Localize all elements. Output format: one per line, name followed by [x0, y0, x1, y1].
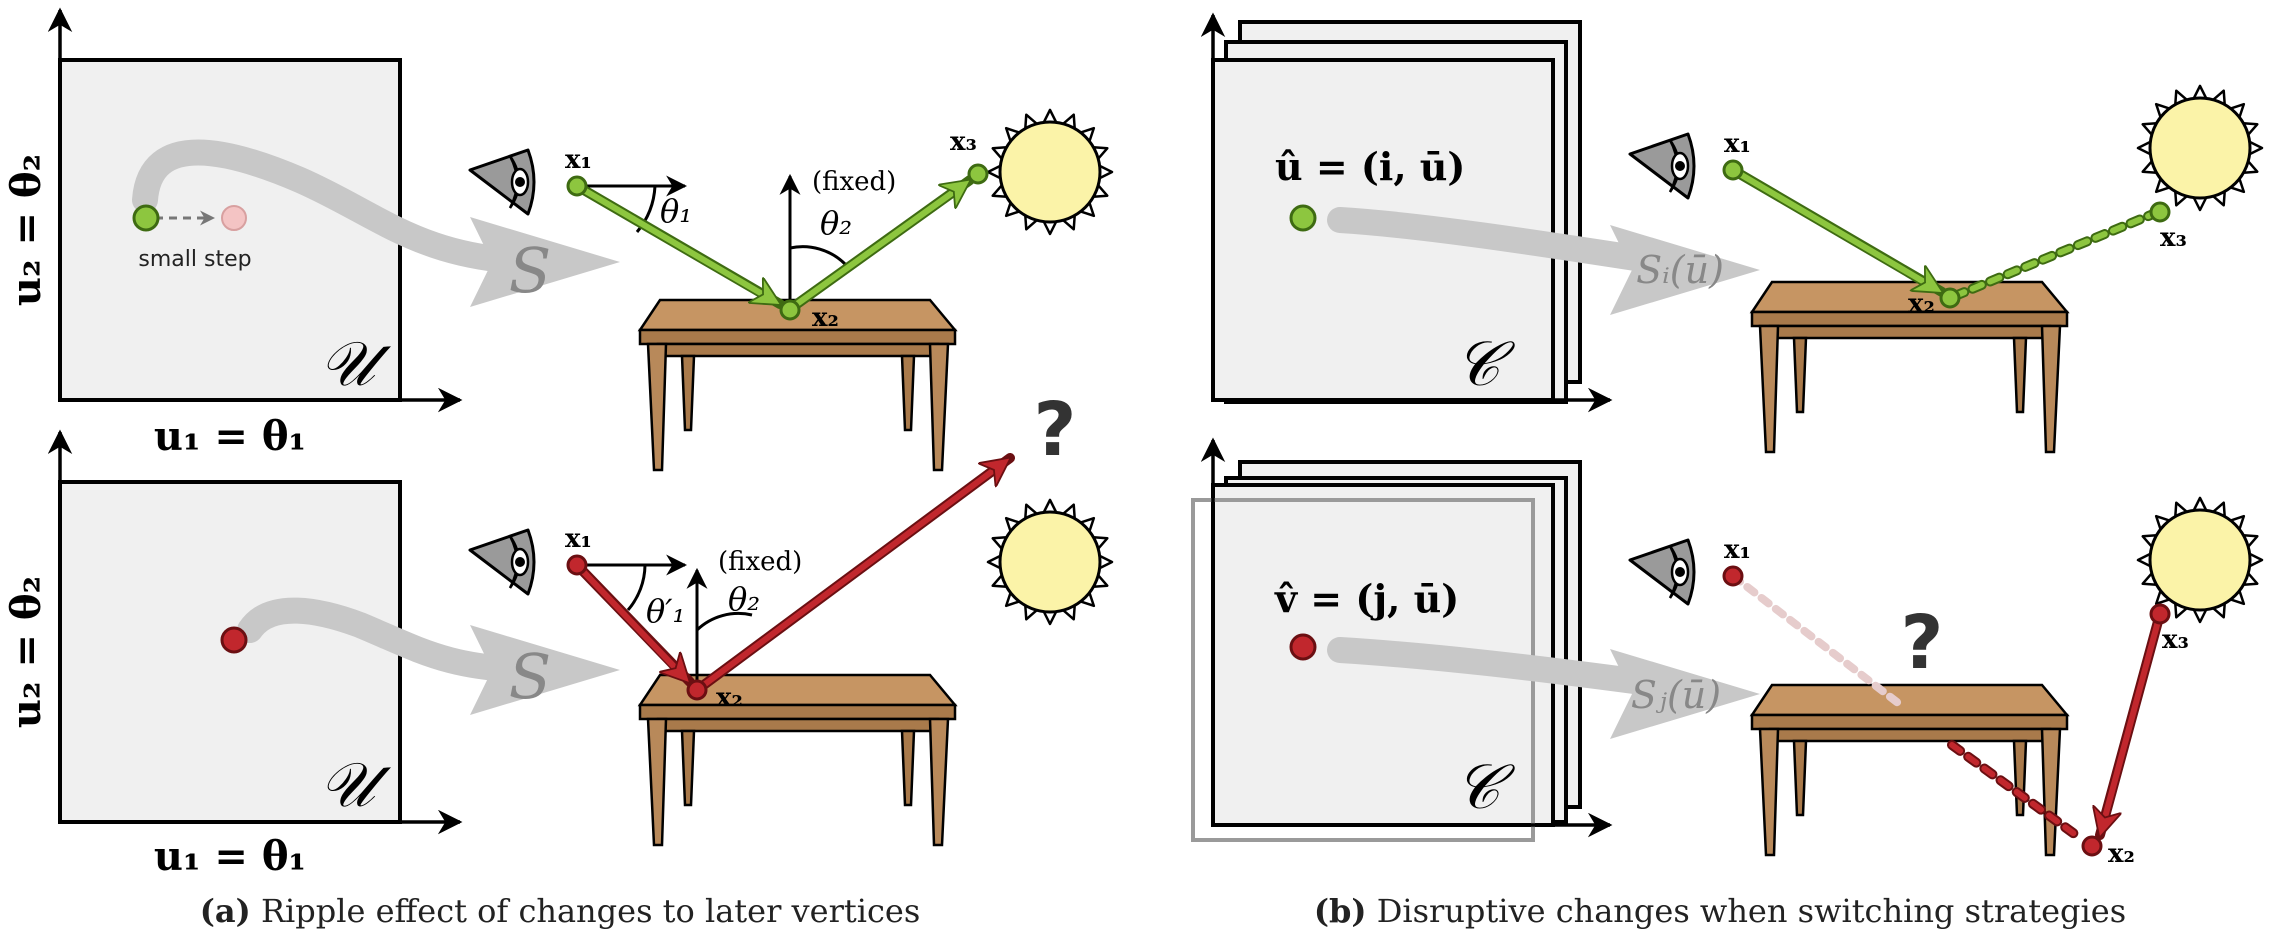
- label-theta2: θ₂: [728, 580, 760, 618]
- vertex-x1: [1722, 159, 1744, 181]
- label-x2: x₂: [2108, 839, 2135, 869]
- path-segment-3: [2101, 613, 2163, 832]
- stepped-point: [221, 205, 247, 231]
- label-theta1: θ₁: [660, 192, 692, 230]
- mapping-curve: [237, 597, 553, 683]
- path-segment-1: [1731, 167, 1938, 290]
- label-x1: x₁: [565, 524, 592, 554]
- vertex-x3: [967, 163, 989, 185]
- sun-icon: [2138, 498, 2262, 622]
- path-segment-2: [1949, 742, 2083, 841]
- vertex-x1: [566, 554, 588, 576]
- panel-a-top: u₂ = θ₂ u₁ = θ₁ 𝒰 S small step x₁ x₂ x₃ …: [3, 7, 1112, 472]
- label-x1: x₁: [565, 145, 592, 175]
- label-x3: x₃: [950, 127, 977, 157]
- mapping-label: Sᵢ(ū): [1636, 248, 1724, 292]
- panel-a-bottom: u₂ = θ₂ u₁ = θ₁ 𝒰 S x₁ x₂ θ′₁ θ₂ (fixed)…: [3, 387, 1112, 880]
- y-axis-label: u₂ = θ₂: [3, 154, 50, 306]
- point-label: v̂ = (j, ū): [1274, 576, 1459, 621]
- label-x2: x₂: [1908, 289, 1935, 319]
- theta1p-arc: [626, 564, 647, 611]
- sample-point: [1289, 204, 1317, 232]
- eye-icon: [468, 148, 536, 216]
- label-x2: x₂: [812, 303, 839, 333]
- sun-icon: [2138, 86, 2262, 210]
- path-segment-2: [788, 183, 966, 312]
- table: [638, 673, 957, 847]
- path-segment-1: [574, 562, 686, 679]
- eye-icon: [1628, 132, 1696, 200]
- mapping-label: S: [509, 234, 551, 307]
- point-label: û = (i, ū): [1275, 144, 1465, 189]
- vertex-x1: [1722, 565, 1744, 587]
- table: [1750, 683, 2069, 857]
- sample-point: [1289, 633, 1317, 661]
- sun-icon: [988, 500, 1112, 624]
- vertex-x3: [2149, 201, 2171, 223]
- label-x3: x₃: [2160, 223, 2187, 253]
- vertex-x3: [2149, 603, 2171, 625]
- theta2-arc: [695, 611, 753, 632]
- path-segment-2: [1952, 209, 2161, 299]
- label-x1: x₁: [1724, 129, 1751, 159]
- sample-point: [132, 204, 160, 232]
- eye-icon: [468, 528, 536, 596]
- vertex-x2: [2081, 835, 2103, 857]
- theta2-arc: [789, 245, 847, 266]
- label-x3: x₃: [2162, 625, 2189, 655]
- x-axis-label: u₁ = θ₁: [154, 413, 306, 460]
- vertex-x2: [686, 679, 708, 701]
- small-step-label: small step: [138, 247, 251, 272]
- label-theta1p: θ′₁: [646, 592, 685, 630]
- vertex-x2: [779, 299, 801, 321]
- occluded-path-segment: [1729, 572, 1906, 710]
- question-mark: ?: [1901, 600, 1944, 686]
- path-segment-2-outline: [1950, 207, 2163, 301]
- path-segment-2: [695, 461, 1006, 693]
- sample-point: [220, 626, 248, 654]
- caption-b: (b) Disruptive changes when switching st…: [1314, 892, 2126, 930]
- mapping-label: S: [509, 640, 551, 713]
- label-x1: x₁: [1724, 535, 1751, 565]
- path-segment-1: [575, 183, 776, 302]
- panel-b-top: û = (i, ū) 𝒞 Sᵢ(ū) x₁ x₂ x₃: [1200, 12, 2262, 454]
- sun-icon: [988, 110, 1112, 234]
- caption-a: (a) Ripple effect of changes to later ve…: [200, 892, 920, 930]
- vertex-x2: [1939, 287, 1961, 309]
- mapping-label: Sⱼ(ū): [1631, 673, 1721, 717]
- vertex-x1: [566, 175, 588, 197]
- label-fixed: (fixed): [718, 547, 802, 577]
- label-theta2: θ₂: [820, 204, 852, 242]
- mapping-curve: [132, 139, 553, 275]
- y-axis-label: u₂ = θ₂: [3, 576, 50, 728]
- label-fixed: (fixed): [812, 167, 896, 197]
- label-x2: x₂: [716, 683, 743, 713]
- x-axis-label: u₁ = θ₁: [154, 833, 306, 880]
- table: [638, 298, 957, 472]
- theta1-arc: [635, 185, 657, 233]
- eye-icon: [1628, 538, 1696, 606]
- panel-b-bottom: v̂ = (j, ū) 𝒞 Sⱼ(ū) x₁ x₂ x₃ ?: [1191, 437, 2262, 869]
- question-mark: ?: [1034, 387, 1077, 473]
